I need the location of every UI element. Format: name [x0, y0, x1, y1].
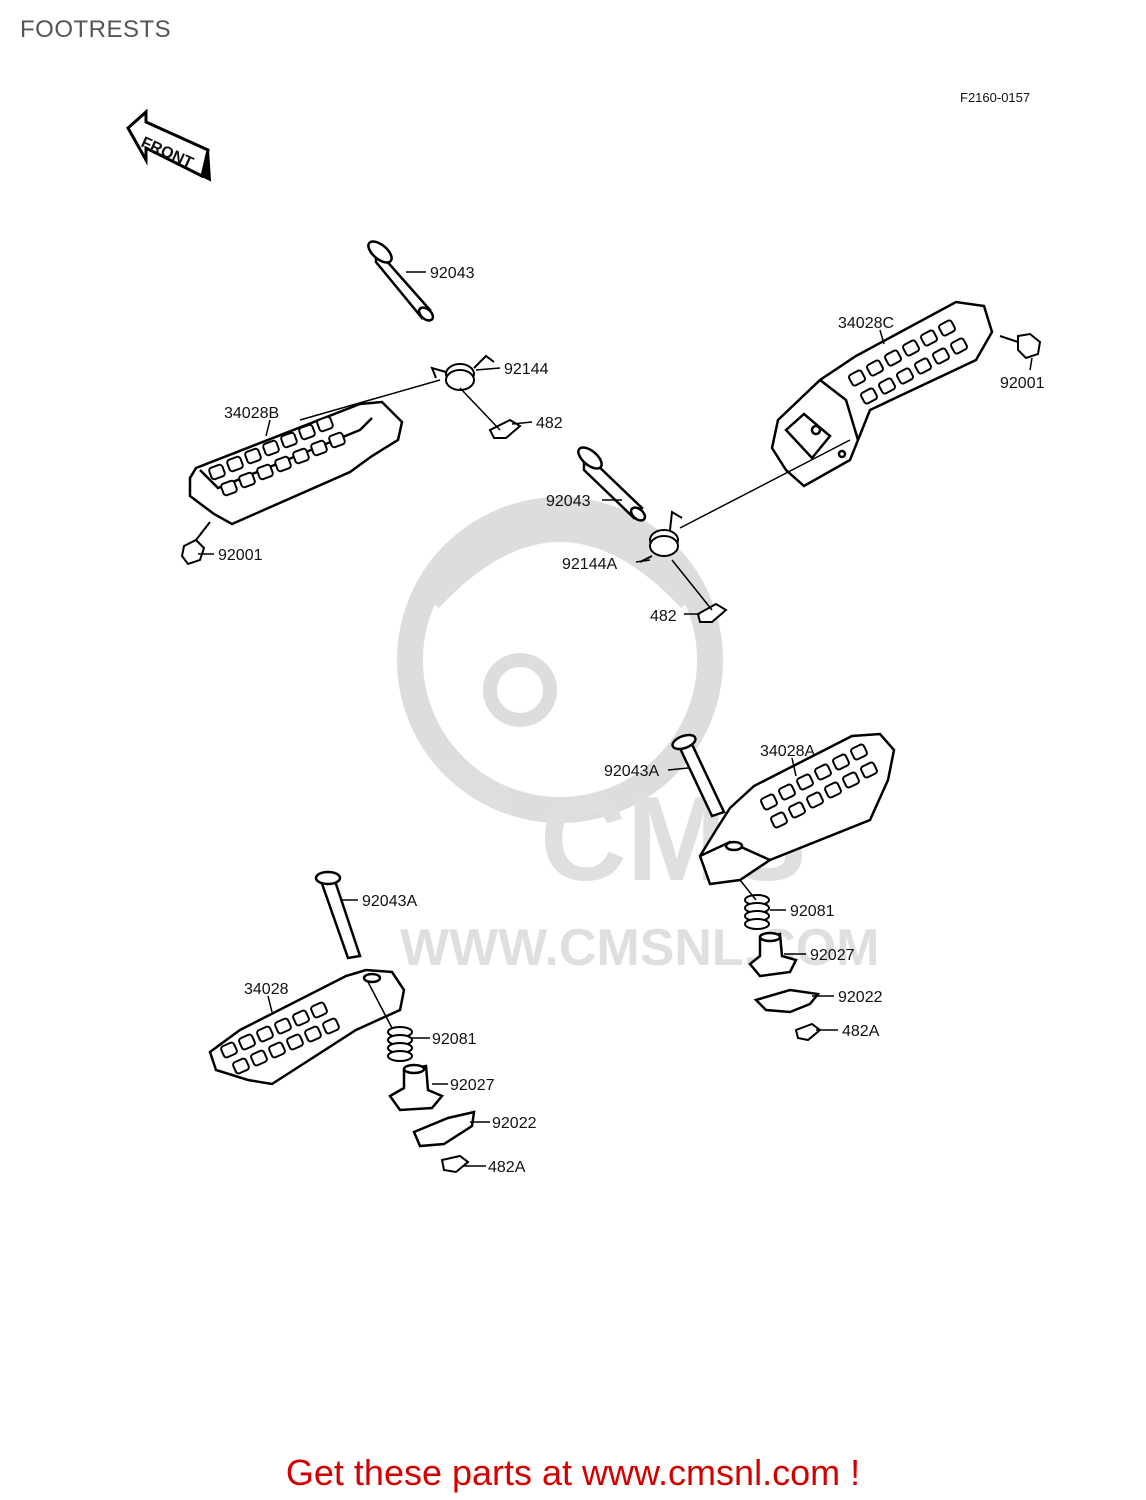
spring-92144A: [639, 510, 683, 563]
footrest-34028: [208, 968, 406, 1086]
watermark-mascot-eye: [483, 653, 557, 727]
bolt-92001-right: [999, 332, 1042, 360]
promo-link[interactable]: Get these parts at www.cmsnl.com !: [285, 1452, 861, 1493]
callout-34028A: 34028A: [760, 743, 815, 760]
callout-92144A: 92144A: [562, 556, 617, 573]
callout-92081: 92081: [790, 903, 835, 920]
pivot-92027-left: [388, 1063, 445, 1112]
page-title: FOOTRESTS: [20, 16, 172, 43]
callout-92027: 92027: [810, 947, 855, 964]
spring-92144: [430, 354, 495, 391]
clip-482A-right: [794, 1022, 822, 1042]
clip-482A-left: [440, 1154, 470, 1174]
callout-482A: 482A: [488, 1159, 526, 1176]
callout-482: 482: [650, 608, 677, 625]
front-arrow: FRONT: [126, 108, 212, 182]
callout-482: 482: [536, 415, 563, 432]
figure-code: F2160-0157: [960, 90, 1030, 105]
spring-92081-left: [387, 1026, 413, 1062]
callout-34028C: 34028C: [838, 315, 894, 332]
callout-92043: 92043: [546, 493, 591, 510]
callout-92022: 92022: [492, 1115, 537, 1132]
callout-92081: 92081: [432, 1031, 477, 1048]
clip-482-mid: [696, 602, 728, 623]
pivot-92027-right: [748, 931, 798, 978]
callout-92043A: 92043A: [604, 763, 659, 780]
footrest-34028C: [770, 300, 994, 488]
pin-92043A-right: [671, 733, 726, 818]
bolt-92001-left: [180, 521, 211, 566]
plate-92022-left: [412, 1110, 476, 1148]
callout-482A: 482A: [842, 1023, 880, 1040]
callout-92043A: 92043A: [362, 893, 417, 910]
callout-34028: 34028: [244, 981, 289, 998]
callout-34028B: 34028B: [224, 405, 279, 422]
watermark-mascot-head: [397, 497, 723, 823]
watermark-mascot-hair: [421, 518, 699, 609]
clip-482-top: [488, 418, 522, 439]
callout-92144: 92144: [504, 361, 549, 378]
plate-92022-right: [753, 988, 821, 1014]
pin-92043-mid: [577, 446, 647, 522]
callout-92027: 92027: [450, 1077, 495, 1094]
callout-92043: 92043: [430, 265, 475, 282]
footrest-34028B: [188, 400, 404, 526]
callout-92001: 92001: [218, 547, 263, 564]
pin-92043-top: [367, 240, 435, 322]
callout-92022: 92022: [838, 989, 883, 1006]
assembly-line: [299, 379, 441, 421]
pin-92043A-left: [314, 870, 362, 960]
leader-lines: [198, 271, 1033, 1167]
watermark: CMS WWW.CMSNL.COM: [397, 497, 879, 977]
watermark-url: WWW.CMSNL.COM: [400, 919, 879, 977]
spring-92081-right: [744, 894, 770, 930]
callout-92001: 92001: [1000, 375, 1045, 392]
